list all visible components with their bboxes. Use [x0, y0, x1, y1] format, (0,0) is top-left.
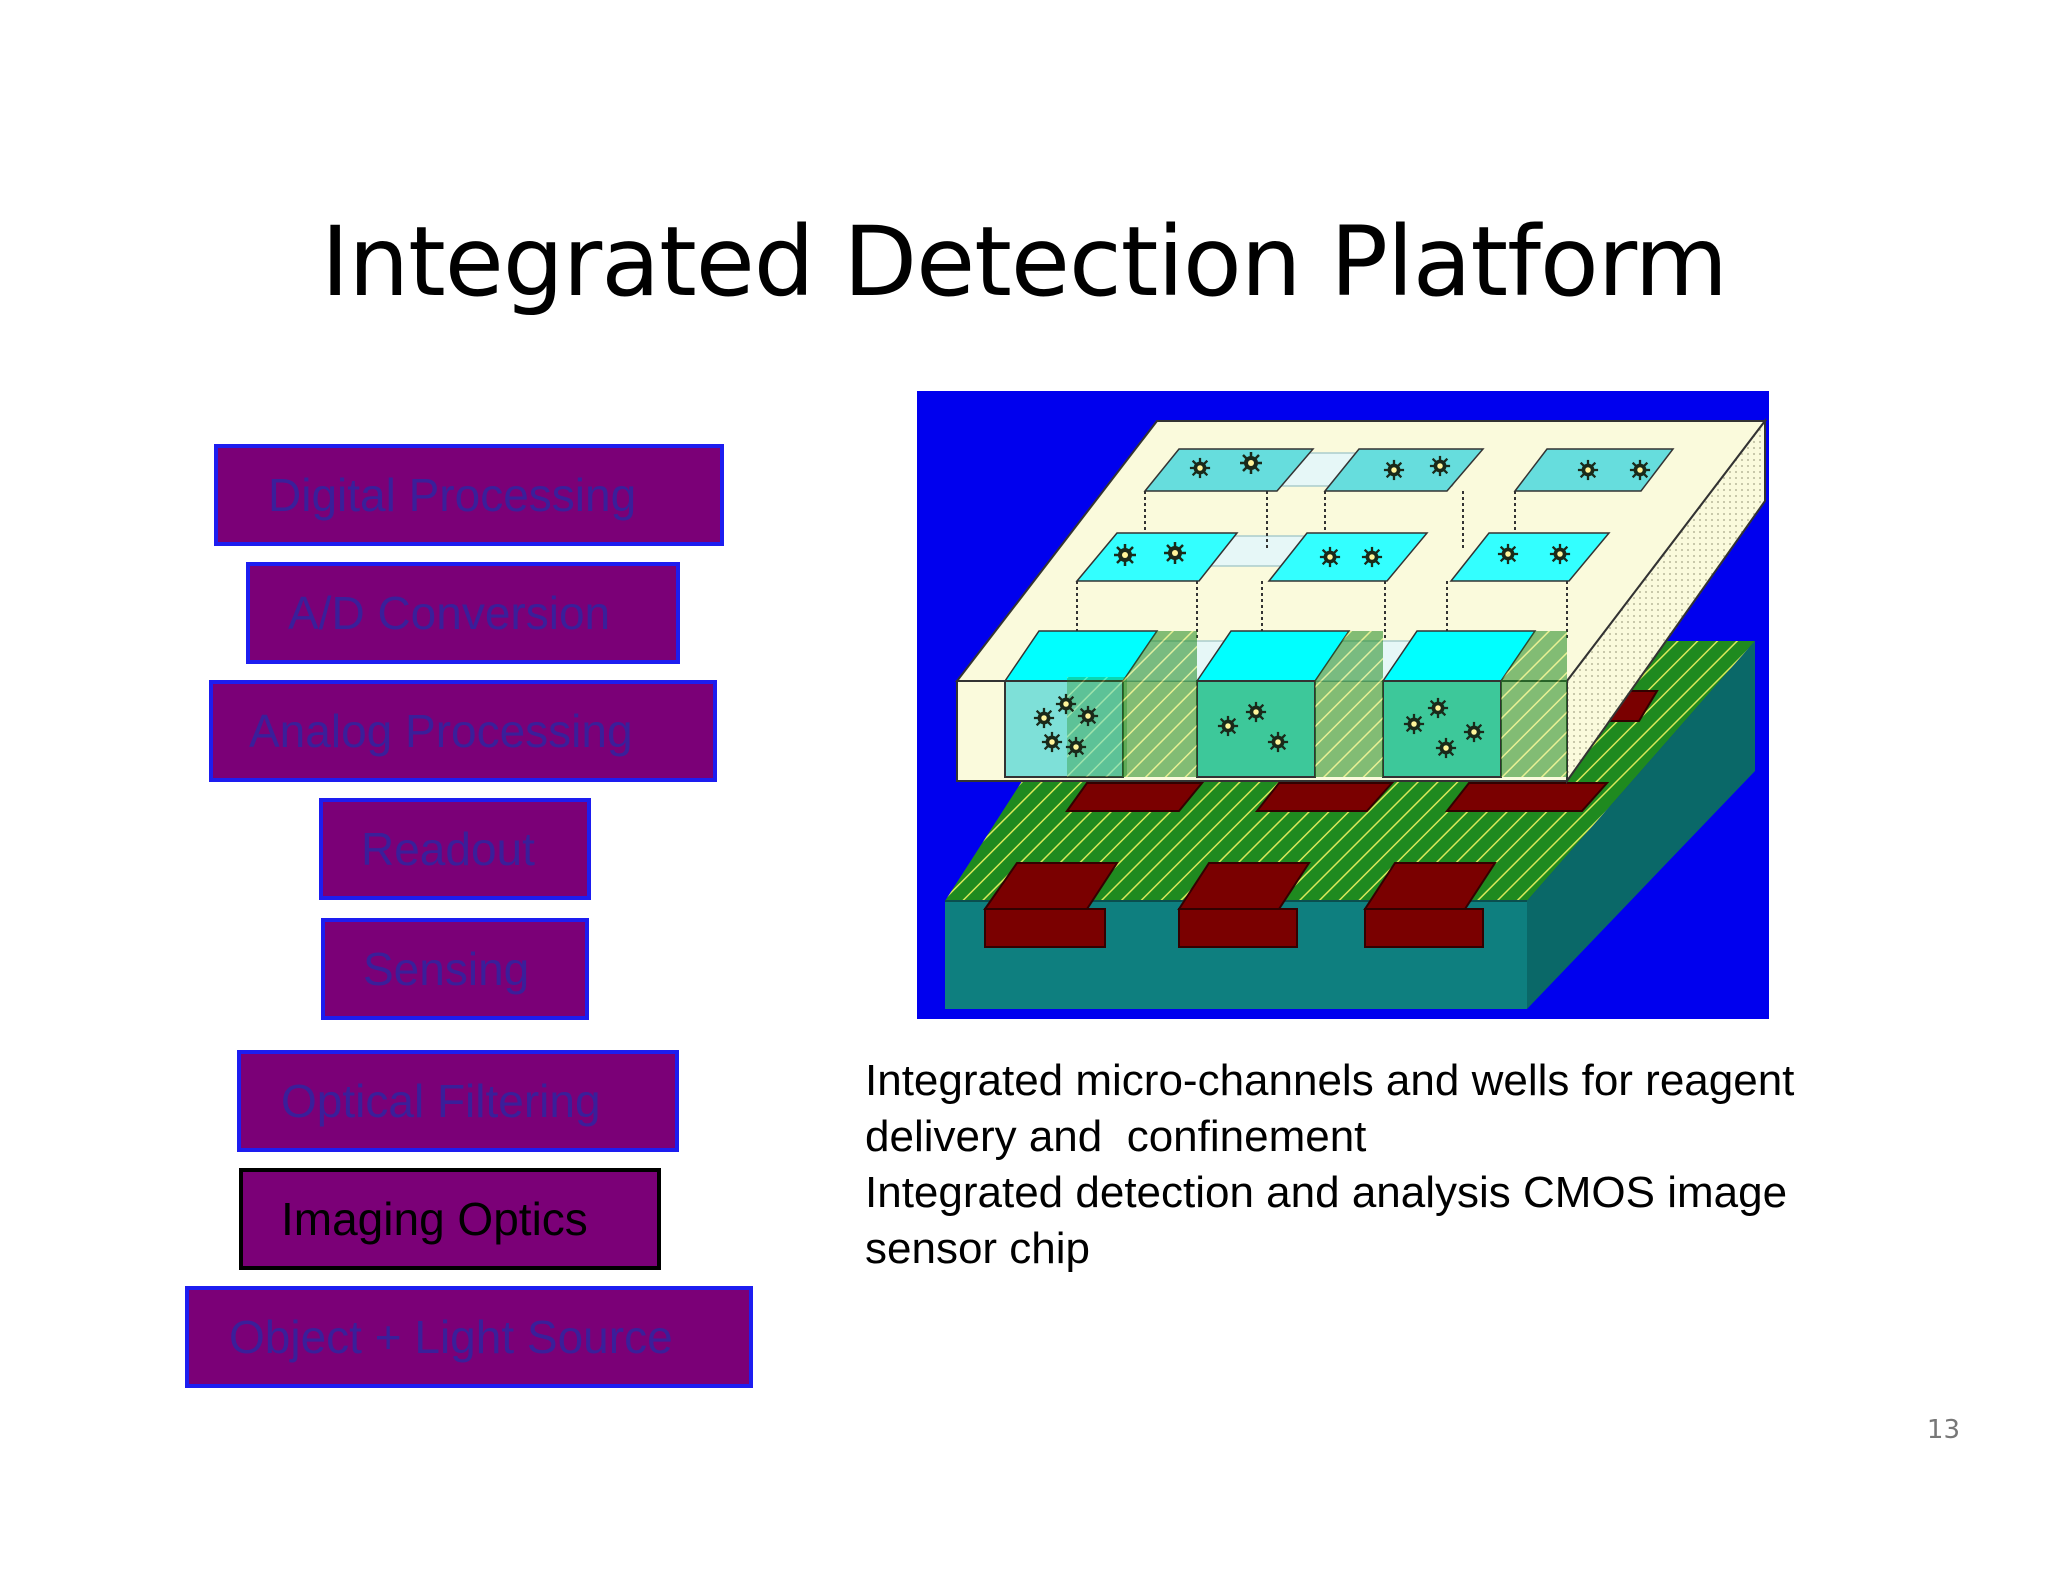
stack-box-sensing: Sensing	[321, 918, 589, 1020]
stack-label: Imaging Optics	[281, 1193, 588, 1245]
stack-box-imaging-optics: Imaging Optics	[239, 1168, 661, 1270]
stack-label: Sensing	[363, 943, 530, 995]
caption-line: Integrated micro-channels and wells for …	[865, 1056, 1795, 1105]
stack-box-analog-processing: Analog Processing	[209, 680, 717, 782]
stack-label: Readout	[361, 823, 535, 875]
stack-label: Analog Processing	[249, 705, 633, 757]
caption: Integrated micro-channels and wells for …	[865, 1053, 1925, 1277]
page-number: 13	[1926, 1415, 1960, 1445]
stack-label: Optical Filtering	[281, 1075, 601, 1127]
caption-line: delivery and confinement	[865, 1112, 1367, 1161]
caption-line: sensor chip	[865, 1224, 1091, 1273]
stack-box-digital-processing: Digital Processing	[214, 444, 724, 546]
stack-box-object-light-source: Object + Light Source	[185, 1286, 753, 1388]
stack-box-readout: Readout	[319, 798, 591, 900]
microfluidic-cartridge	[954, 418, 1768, 785]
detection-platform-illustration	[917, 391, 1769, 1019]
stack-box-ad-conversion: A/D Conversion	[246, 562, 680, 664]
stack-label: A/D Conversion	[288, 587, 611, 639]
slide-title: Integrated Detection Platform	[321, 206, 1728, 318]
caption-line: Integrated detection and analysis CMOS i…	[865, 1168, 1788, 1217]
stack-label: Digital Processing	[268, 469, 637, 521]
stack-box-optical-filtering: Optical Filtering	[237, 1050, 679, 1152]
stack-label: Object + Light Source	[229, 1311, 673, 1363]
